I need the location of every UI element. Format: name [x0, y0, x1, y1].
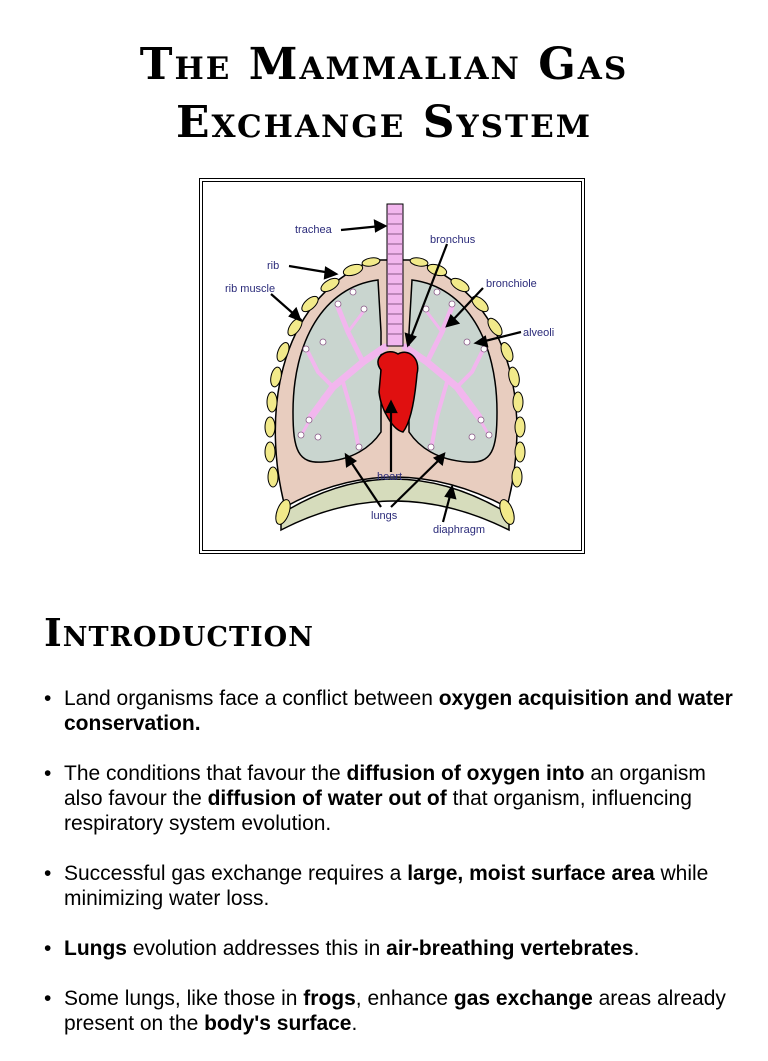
title-line-1: The Mammalian Gas — [139, 39, 629, 90]
label-bronchiole: bronchiole — [486, 278, 537, 290]
bullet-text: . — [633, 937, 640, 960]
bullet-bold-text: diffusion of water out of — [207, 787, 447, 810]
label-trachea: trachea — [295, 224, 333, 236]
bullet-item: Land organisms face a conflict between o… — [44, 686, 734, 736]
label-heart: heart — [377, 471, 402, 483]
ribs — [264, 257, 526, 525]
bullet-bold-text: air-breathing vertebrates — [386, 937, 634, 960]
bullet-list: Land organisms face a conflict between o… — [44, 686, 734, 1061]
bullet-item: Some lungs, like those in frogs, enhance… — [44, 986, 734, 1036]
trachea-tube — [386, 203, 404, 347]
bullet-text: that organism, influencing respiratory s… — [64, 787, 692, 835]
bullet-text: Successful gas exchange requires a — [64, 862, 408, 885]
bullet-text: Land organisms face a conflict between — [64, 687, 439, 710]
bullet-text: The conditions that favour the — [64, 762, 347, 785]
label-rib: rib — [267, 260, 279, 272]
bronchial-tree — [301, 304, 489, 446]
bullet-text: while minimizing water loss. — [64, 862, 709, 910]
label-arrows — [270, 219, 522, 523]
bullet-item: The conditions that favour the diffusion… — [44, 761, 734, 836]
label-alveoli: alveoli — [523, 327, 554, 339]
section-heading-introduction: Introduction — [44, 610, 314, 655]
bullet-bold-text: gas exchange — [453, 987, 593, 1010]
page-title: The Mammalian Gas Exchange System — [0, 36, 768, 152]
alveoli-clusters — [297, 288, 493, 451]
label-bronchus: bronchus — [430, 234, 476, 246]
label-rib-muscle: rib muscle — [225, 283, 275, 295]
bullet-bold-text: large, moist surface area — [407, 862, 655, 885]
lung-diagram: trachea bronchus rib bronchiole rib musc… — [202, 181, 582, 551]
bullet-bold-text: diffusion of oxygen into — [346, 762, 585, 785]
bullet-bold-text: frogs — [303, 987, 356, 1010]
label-lungs: lungs — [371, 510, 398, 522]
bullet-item: Lungs evolution addresses this in air-br… — [44, 936, 734, 961]
label-diaphragm: diaphragm — [433, 524, 485, 536]
bullet-bold-text: Lungs — [64, 937, 127, 960]
bullet-item: Successful gas exchange requires a large… — [44, 861, 734, 911]
bullet-text: evolution addresses this in — [127, 937, 387, 960]
bullet-text: Some lungs, like those in — [64, 987, 304, 1010]
bullet-bold-text: oxygen acquisition and water conservatio… — [64, 687, 733, 735]
bullet-text: , enhance — [355, 987, 454, 1010]
bullet-text: an organism also favour the — [64, 762, 706, 810]
lung-diagram-svg: trachea bronchus rib bronchiole rib musc… — [225, 203, 554, 536]
title-line-2: Exchange System — [175, 97, 593, 148]
trachea-rings — [387, 213, 403, 335]
